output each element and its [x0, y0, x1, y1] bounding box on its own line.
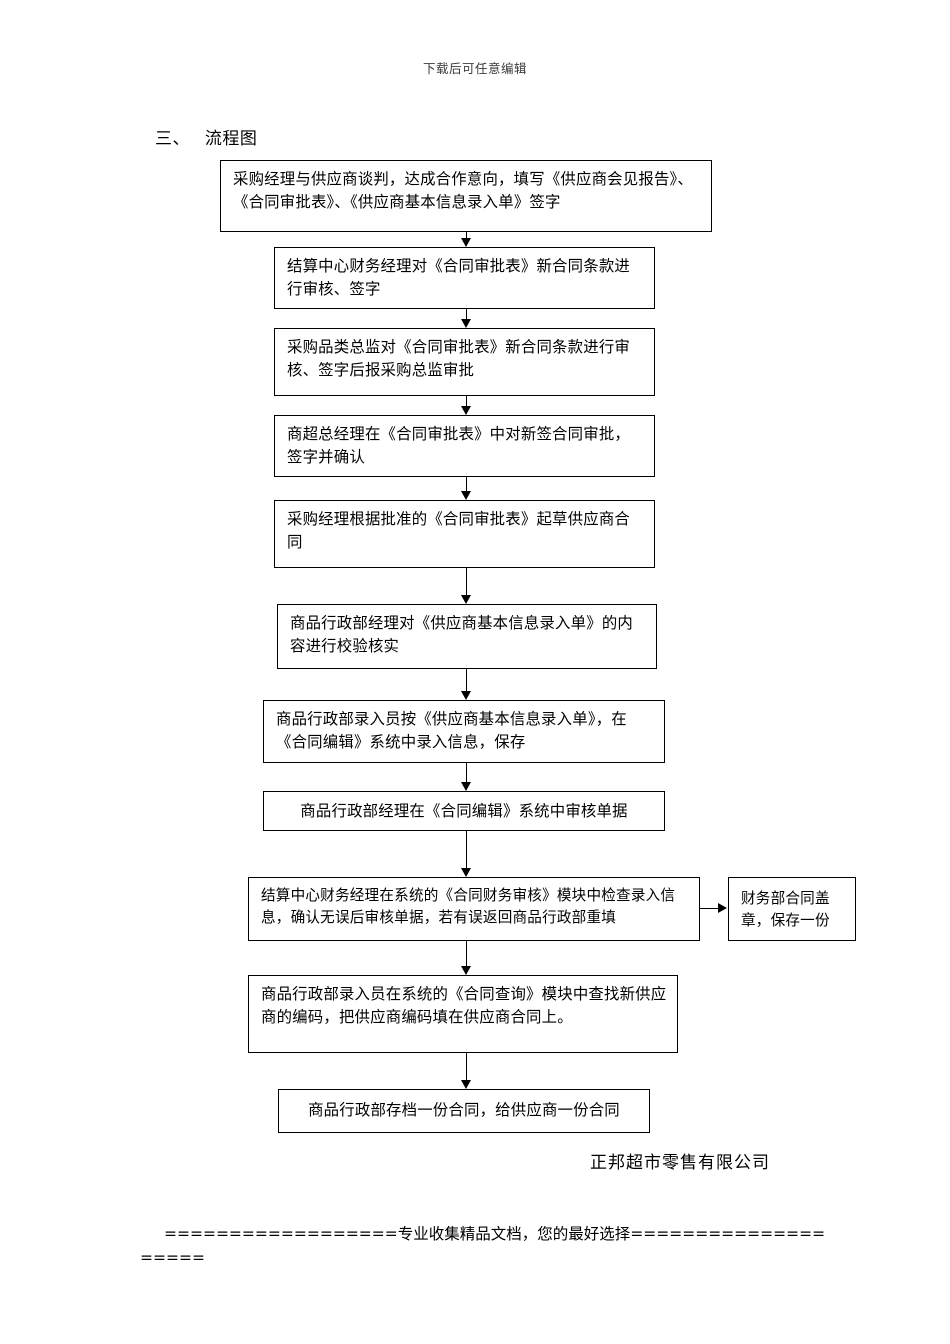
- flow-node-n9: 结算中心财务经理在系统的《合同财务审核》模块中检查录入信息，确认无误后审核单据，…: [248, 877, 700, 941]
- flow-node-label: 商品行政部经理对《供应商基本信息录入单》的内容进行校验核实: [290, 614, 633, 656]
- edge-n1-n2-arrow: [461, 238, 471, 247]
- document-footer-banner: ==================专业收集精品文档，您的最好选择=======…: [140, 1225, 826, 1268]
- flow-node-n8: 商品行政部经理在《合同编辑》系统中审核单据: [263, 791, 665, 831]
- flow-node-n9b: 财务部合同盖章，保存一份: [728, 877, 856, 941]
- edge-n5-n6-line: [466, 568, 467, 595]
- edge-n9-n10-arrow: [461, 966, 471, 975]
- flow-node-label: 财务部合同盖章，保存一份: [741, 890, 830, 929]
- edge-n6-n7-line: [466, 669, 467, 691]
- document-header-note: 下载后可任意编辑: [422, 61, 527, 76]
- flow-node-n4: 商超总经理在《合同审批表》中对新签合同审批，签字并确认: [274, 415, 655, 477]
- edge-n6-n7-arrow: [461, 691, 471, 700]
- edge-n9-n9b-arrow: [718, 903, 727, 913]
- flow-node-label: 商品行政部录入员按《供应商基本信息录入单》，在《合同编辑》系统中录入信息，保存: [276, 710, 627, 752]
- edge-n3-n4-arrow: [461, 406, 471, 415]
- section-title: 三、 流程图: [155, 129, 258, 149]
- flow-node-n7: 商品行政部录入员按《供应商基本信息录入单》，在《合同编辑》系统中录入信息，保存: [263, 700, 665, 763]
- edge-n9-n10-line: [466, 941, 467, 966]
- flow-node-label: 采购经理根据批准的《合同审批表》起草供应商合同: [287, 510, 630, 552]
- flow-node-label: 结算中心财务经理对《合同审批表》新合同条款进行审核、签字: [287, 257, 630, 299]
- company-signature: 正邦超市零售有限公司: [590, 1153, 770, 1173]
- flow-node-label: 商品行政部录入员在系统的《合同查询》模块中查找新供应商的编码，把供应商编码填在供…: [261, 985, 667, 1027]
- edge-n3-n4-line: [466, 396, 467, 407]
- flow-node-n1: 采购经理与供应商谈判，达成合作意向，填写《供应商会见报告》、《合同审批表》、《供…: [220, 160, 712, 232]
- flow-node-label: 采购品类总监对《合同审批表》新合同条款进行审核、签字后报采购总监审批: [287, 338, 630, 380]
- edge-n5-n6-arrow: [461, 595, 471, 604]
- edge-n9-n9b-line: [700, 908, 719, 909]
- edge-n4-n5-line: [466, 477, 467, 491]
- flow-node-n11: 商品行政部存档一份合同，给供应商一份合同: [278, 1089, 650, 1133]
- flow-node-n2: 结算中心财务经理对《合同审批表》新合同条款进行审核、签字: [274, 247, 655, 309]
- edge-n10-n11-line: [466, 1053, 467, 1080]
- flow-node-label: 结算中心财务经理在系统的《合同财务审核》模块中检查录入信息，确认无误后审核单据，…: [261, 887, 676, 926]
- edge-n1-n2-line: [466, 232, 467, 239]
- edge-n2-n3-line: [466, 309, 467, 320]
- edge-n7-n8-line: [466, 763, 467, 782]
- flow-node-label: 商品行政部存档一份合同，给供应商一份合同: [308, 1101, 620, 1119]
- flow-node-label: 商超总经理在《合同审批表》中对新签合同审批，签字并确认: [287, 425, 630, 467]
- edge-n2-n3-arrow: [461, 319, 471, 328]
- flow-node-label: 商品行政部经理在《合同编辑》系统中审核单据: [300, 802, 628, 820]
- flow-node-n3: 采购品类总监对《合同审批表》新合同条款进行审核、签字后报采购总监审批: [274, 328, 655, 396]
- edge-n8-n9-arrow: [461, 868, 471, 877]
- flow-node-n6: 商品行政部经理对《供应商基本信息录入单》的内容进行校验核实: [277, 604, 657, 669]
- edge-n7-n8-arrow: [461, 782, 471, 791]
- edge-n8-n9-line: [466, 831, 467, 868]
- flow-node-n5: 采购经理根据批准的《合同审批表》起草供应商合同: [274, 500, 655, 568]
- flow-node-n10: 商品行政部录入员在系统的《合同查询》模块中查找新供应商的编码，把供应商编码填在供…: [248, 975, 678, 1053]
- edge-n10-n11-arrow: [461, 1080, 471, 1089]
- flow-node-label: 采购经理与供应商谈判，达成合作意向，填写《供应商会见报告》、《合同审批表》、《供…: [233, 170, 694, 212]
- edge-n4-n5-arrow: [461, 491, 471, 500]
